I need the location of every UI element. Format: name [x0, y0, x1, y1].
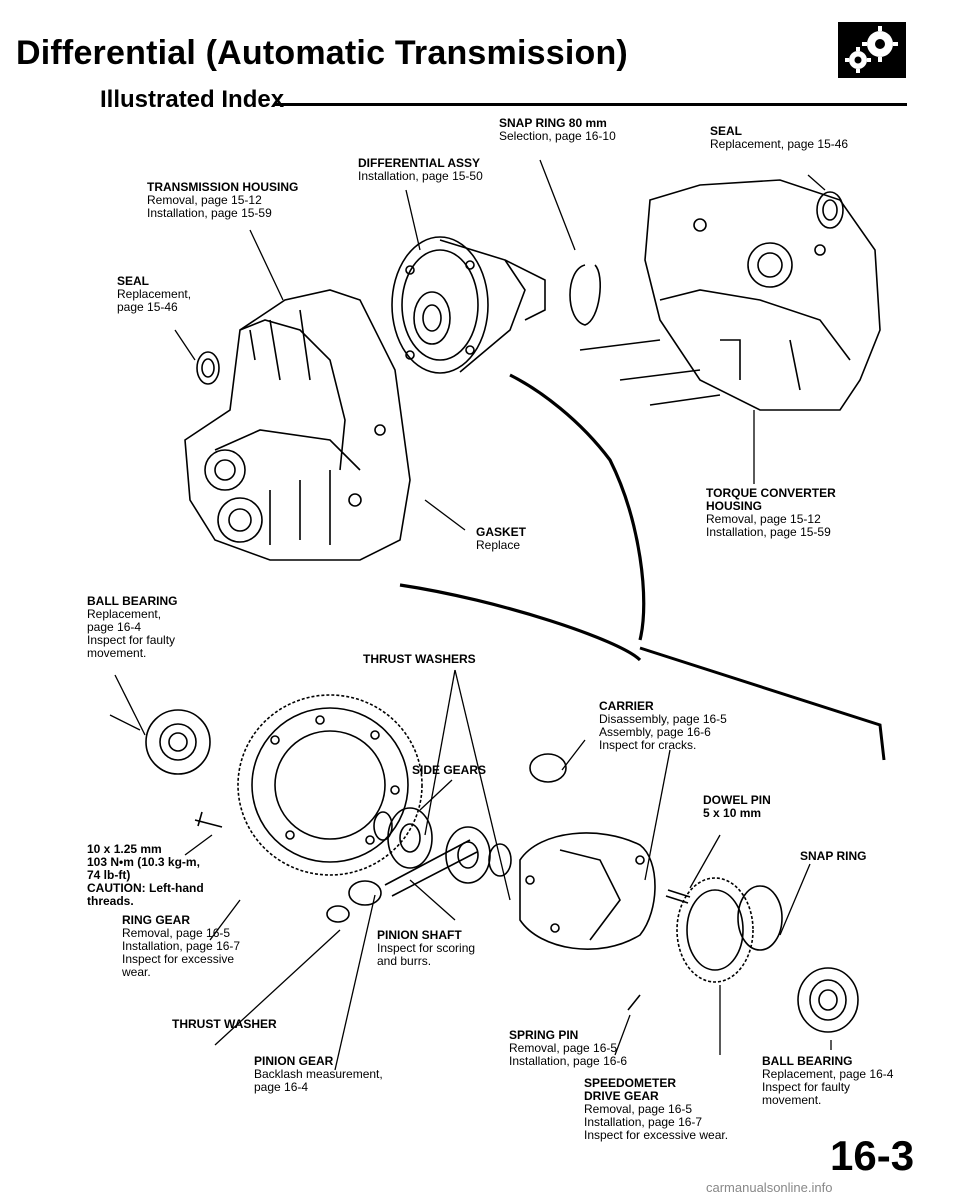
- label-speedometer-drive-gear: SPEEDOMETER DRIVE GEAR Removal, page 16-…: [584, 1076, 729, 1142]
- label-dowel-pin: DOWEL PIN 5 x 10 mm: [703, 793, 771, 820]
- pinion-shaft-part: [384, 839, 478, 897]
- ring-gear-part: [237, 694, 423, 876]
- differential-assembly-part: [391, 236, 546, 374]
- leader-lines: [109, 159, 832, 1071]
- transmission-housing-part: [184, 289, 411, 561]
- torque-converter-housing-part: [579, 179, 881, 411]
- page-number: 16-3: [830, 1132, 915, 1179]
- ball-bearing-right-part: [797, 967, 859, 1033]
- label-ball-bearing-left: BALL BEARING Replacement, page 16-4 Insp…: [87, 594, 178, 660]
- bolt-part: [194, 811, 223, 828]
- label-ball-bearing-right: BALL BEARING Replacement, page 16-4 Insp…: [762, 1054, 894, 1107]
- label-spring-pin: SPRING PIN Removal, page 16-5 Installati…: [509, 1028, 628, 1068]
- snap-ring-80mm-part: [569, 264, 601, 326]
- label-side-gears: SIDE GEARS: [412, 763, 487, 777]
- snap-ring-part: [737, 885, 783, 951]
- speedometer-drive-gear-part: [676, 877, 754, 983]
- label-pinion-gear: PINION GEAR Backlash measurement, page 1…: [254, 1054, 383, 1094]
- label-seal-left: SEAL Replacement, page 15-46: [117, 274, 192, 314]
- ball-bearing-left-part: [145, 709, 211, 775]
- spring-pin-part: [627, 994, 641, 1011]
- label-bolt: 10 x 1.25 mm 103 N•m (10.3 kg-m, 74 lb-f…: [87, 842, 204, 908]
- side-gears-part: [348, 753, 567, 906]
- label-transmission-housing: TRANSMISSION HOUSING Removal, page 15-12…: [147, 180, 299, 220]
- page-subtitle: Illustrated Index: [100, 86, 285, 113]
- label-ring-gear: RING GEAR Removal, page 16-5 Installatio…: [122, 913, 241, 979]
- seal-left-part: [196, 351, 220, 385]
- label-snap-ring: SNAP RING: [800, 849, 867, 863]
- page-title: Differential (Automatic Transmission): [16, 34, 628, 72]
- title-rule: [275, 103, 907, 106]
- gasket-part: [399, 373, 646, 662]
- label-torque-converter-housing: TORQUE CONVERTER HOUSING Removal, page 1…: [706, 486, 836, 539]
- label-snap-ring-80mm: SNAP RING 80 mm Selection, page 16-10: [499, 116, 616, 143]
- thrust-washer-part: [326, 905, 350, 923]
- label-thrust-washers: THRUST WASHERS: [363, 652, 476, 666]
- seal-top-right-part: [816, 191, 844, 229]
- label-seal-top: SEAL Replacement, page 15-46: [710, 124, 849, 151]
- label-thrust-washer: THRUST WASHER: [172, 1017, 277, 1031]
- label-gasket: GASKET Replace: [476, 525, 527, 552]
- label-pinion-shaft: PINION SHAFT Inspect for scoring and bur…: [377, 928, 476, 968]
- watermark: carmanualsonline.info: [706, 1180, 833, 1195]
- carrier-part: [519, 832, 656, 950]
- label-differential-assy: DIFFERENTIAL ASSY Installation, page 15-…: [358, 156, 483, 183]
- label-carrier: CARRIER Disassembly, page 16-5 Assembly,…: [599, 699, 727, 752]
- differential-gears-logo-icon: [838, 22, 906, 78]
